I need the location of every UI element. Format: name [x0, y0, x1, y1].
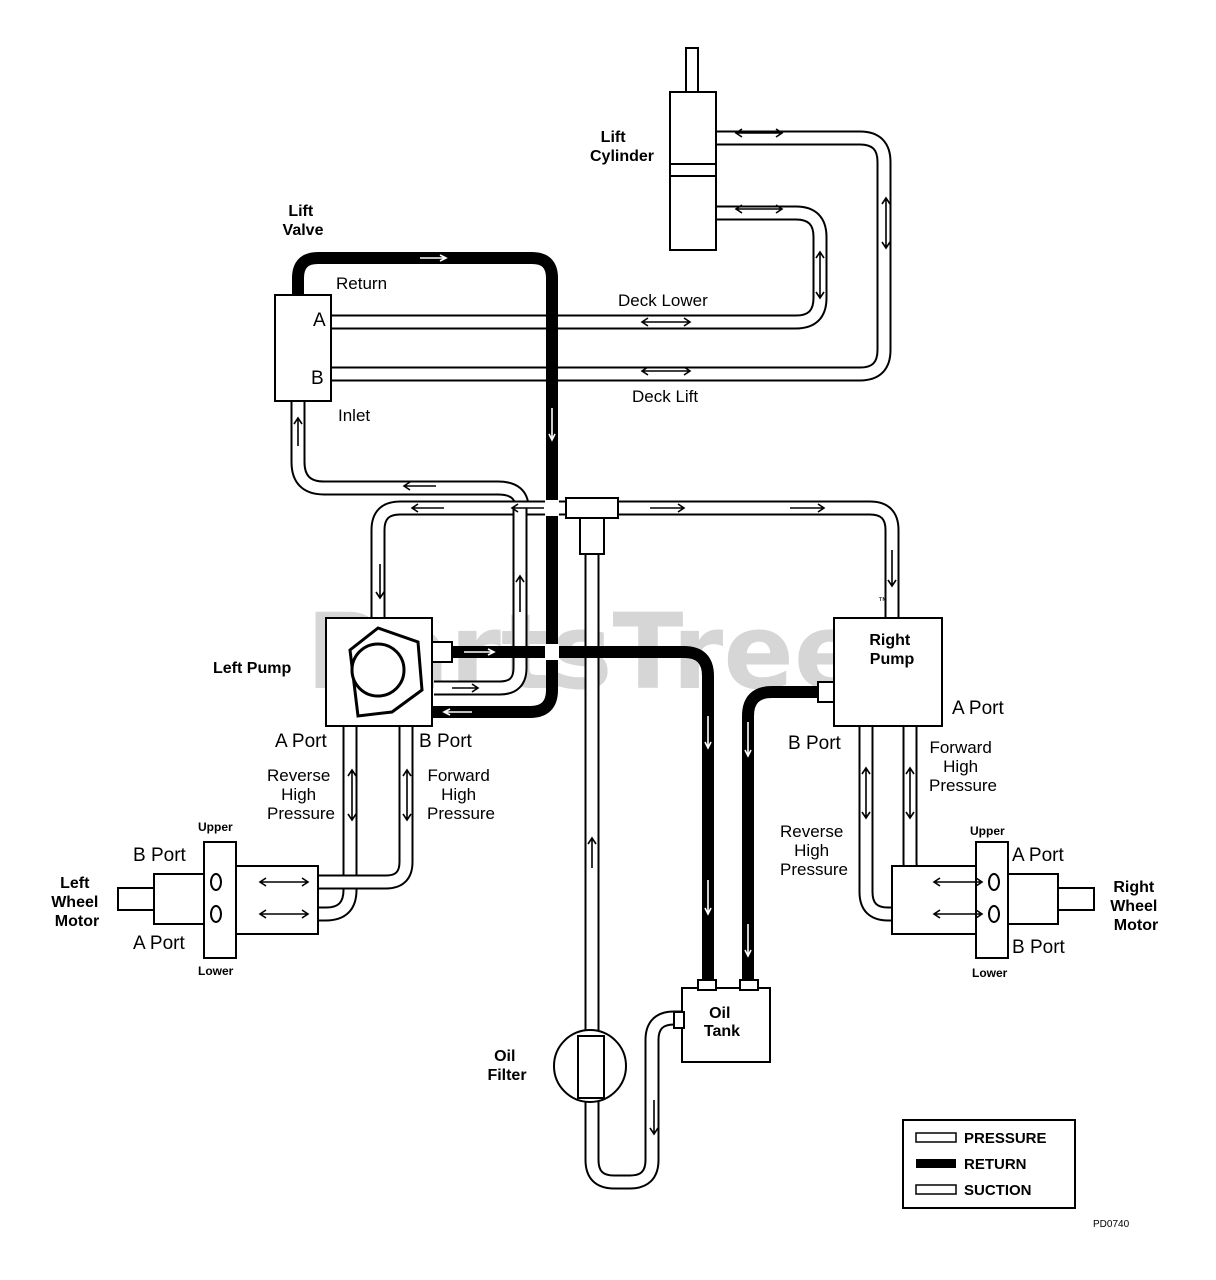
right-motor-lower: Lower	[972, 966, 1008, 980]
valve-b-label: B	[311, 368, 324, 389]
lift-valve-label: Lift Valve	[283, 203, 324, 239]
oil-tank-label: Oil Tank	[704, 1005, 740, 1040]
valve-a-label: A	[313, 310, 326, 331]
lift-cylinder	[669, 47, 717, 251]
right-forward-label: Forward High Pressure	[929, 738, 997, 795]
right-wheel-motor-label: Right Wheel Motor	[1110, 879, 1162, 934]
tee-fitting	[565, 497, 619, 519]
right-reverse-label: Reverse High Pressure	[780, 822, 848, 879]
lift-valve	[274, 294, 332, 402]
left-reverse-label: Reverse High Pressure	[267, 766, 335, 823]
return-hoses	[292, 252, 818, 984]
right-pump	[817, 617, 943, 727]
left-motor-b-port: B Port	[133, 845, 187, 866]
left-motor-lower: Lower	[198, 964, 234, 978]
legend-suction-swatch	[915, 1184, 957, 1195]
right-motor-b-port: B Port	[1012, 937, 1066, 958]
inlet-label: Inlet	[338, 406, 370, 425]
right-pump-label: Right Pump	[869, 632, 914, 668]
oil-filter	[553, 1029, 627, 1103]
left-forward-label: Forward High Pressure	[427, 766, 495, 823]
right-wheel-motor	[891, 841, 1095, 959]
left-pump	[325, 617, 453, 727]
pressure-hoses	[216, 130, 996, 1190]
oil-filter-label: Oil Filter	[487, 1048, 526, 1084]
legend-return-label: RETURN	[964, 1156, 1027, 1173]
left-pump-b-port: B Port	[419, 731, 473, 752]
diagram-code: PD0740	[1093, 1219, 1130, 1230]
legend-pressure-label: PRESSURE	[964, 1130, 1047, 1147]
right-motor-upper: Upper	[970, 824, 1005, 838]
right-pump-a-port: A Port	[952, 698, 1004, 719]
right-motor-a-port: A Port	[1012, 845, 1064, 866]
tee-stem	[579, 517, 605, 555]
right-pump-b-port: B Port	[788, 733, 842, 754]
oil-tank	[673, 979, 771, 1063]
left-pump-label: Left Pump	[213, 660, 291, 677]
legend-return-swatch	[916, 1159, 956, 1168]
return-label: Return	[336, 274, 387, 293]
lift-cylinder-label: Lift Cylinder	[590, 129, 654, 165]
left-motor-a-port: A Port	[133, 933, 185, 954]
left-wheel-motor	[117, 841, 319, 959]
flow-arrows	[258, 128, 984, 1136]
legend-pressure-swatch	[915, 1132, 957, 1143]
left-motor-upper: Upper	[198, 820, 233, 834]
watermark-tm: ™	[878, 596, 888, 607]
left-wheel-motor-label: Left Wheel Motor	[51, 875, 103, 930]
legend-suction-label: SUCTION	[964, 1182, 1032, 1199]
deck-lower-label: Deck Lower	[618, 291, 708, 310]
legend: PRESSURE RETURN SUCTION	[902, 1119, 1076, 1209]
deck-lift-label: Deck Lift	[632, 387, 698, 406]
left-pump-a-port: A Port	[275, 731, 327, 752]
